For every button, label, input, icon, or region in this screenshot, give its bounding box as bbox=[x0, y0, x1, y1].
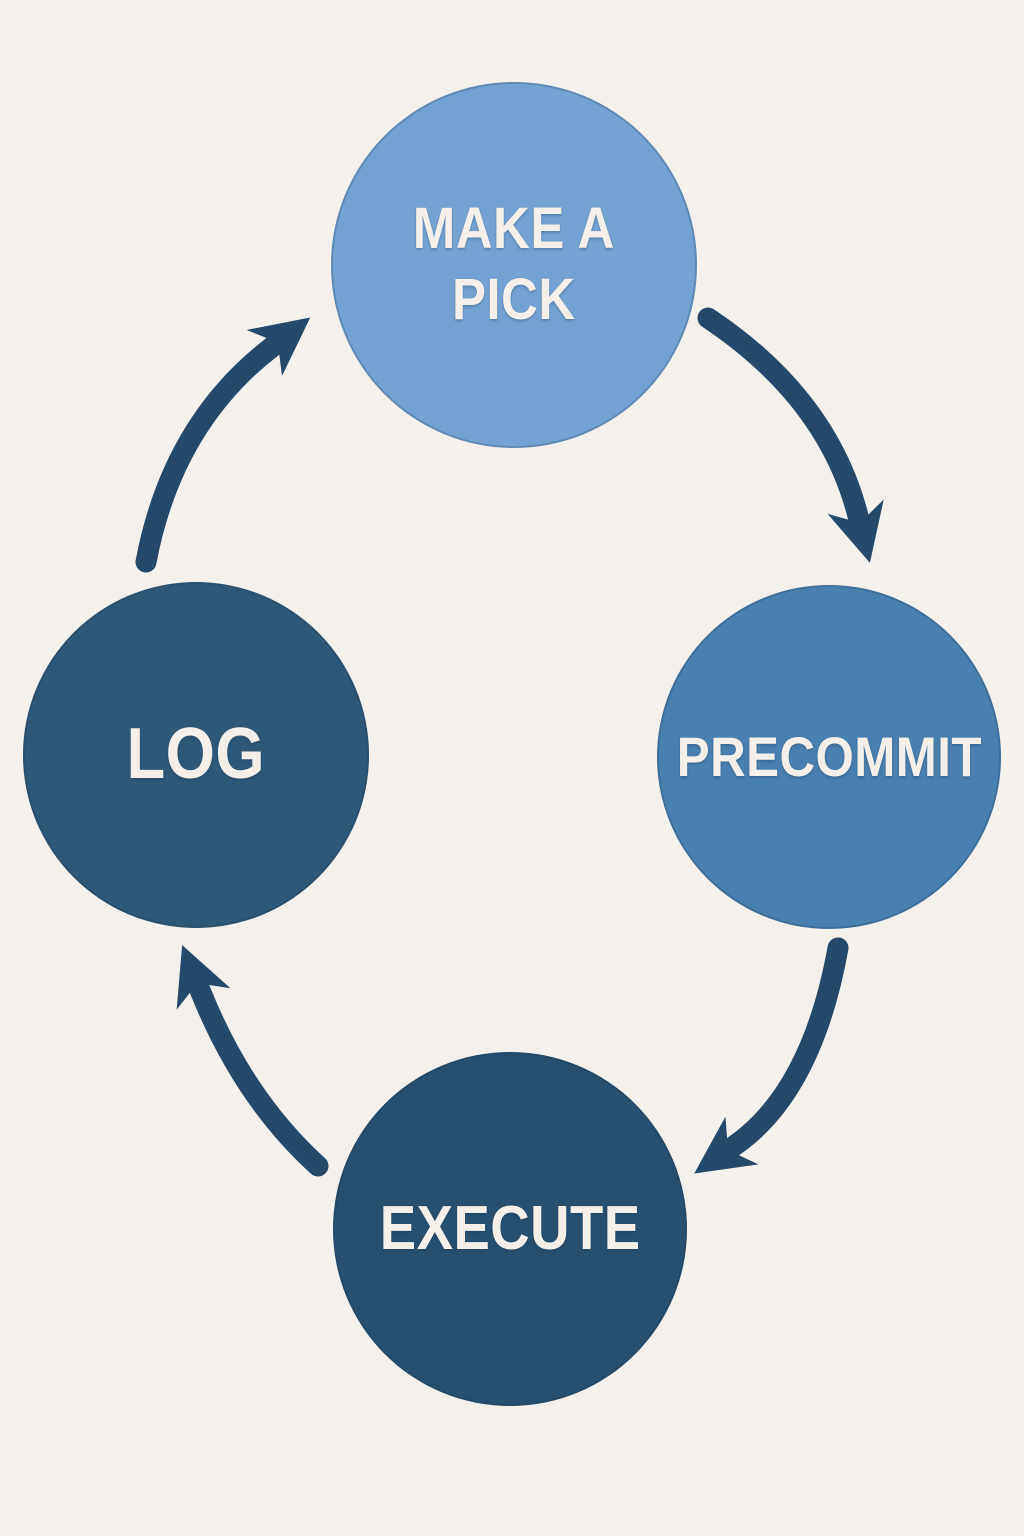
step-label-precommit: PRECOMMIT bbox=[676, 724, 982, 788]
arrow-pick-to-precommit-icon bbox=[697, 307, 884, 563]
step-circle-execute: EXECUTE bbox=[333, 1052, 687, 1406]
arrow-log-to-pick-icon bbox=[135, 317, 311, 573]
step-circle-log: LOG bbox=[23, 582, 369, 928]
step-circle-precommit: PRECOMMIT bbox=[657, 585, 1001, 929]
arrow-execute-to-log-icon bbox=[176, 945, 329, 1177]
step-label-make-a-pick: MAKE A PICK bbox=[412, 196, 616, 332]
arrow-precommit-to-execute-icon bbox=[694, 937, 849, 1174]
step-label-log: LOG bbox=[126, 714, 266, 795]
step-label-execute: EXECUTE bbox=[379, 1194, 641, 1264]
step-circle-make-a-pick: MAKE A PICK bbox=[331, 82, 697, 448]
